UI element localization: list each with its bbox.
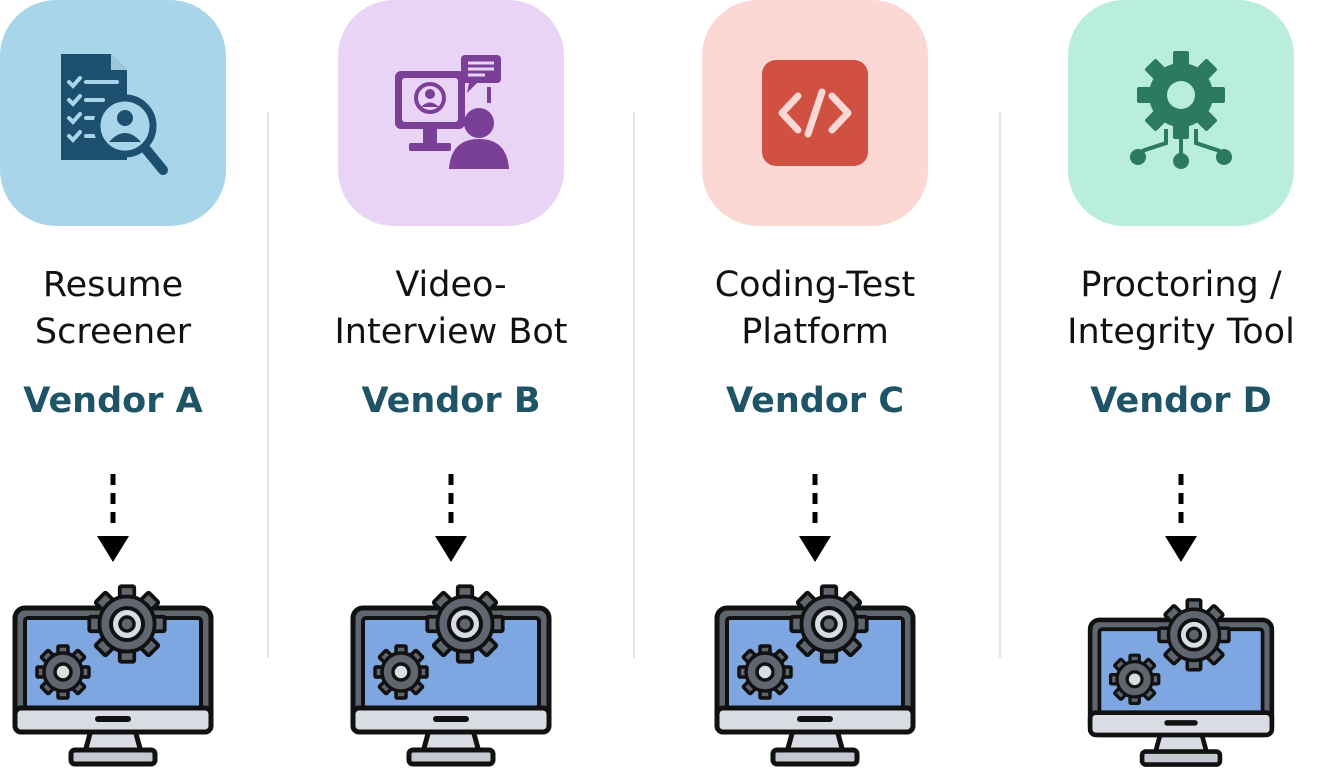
tile <box>338 0 564 226</box>
tool-title-line2: Screener <box>34 312 192 352</box>
column-divider <box>633 112 635 658</box>
tile <box>0 0 226 226</box>
monitor-with-gears-icon <box>1079 594 1283 772</box>
tool-title: Coding-Test Platform <box>645 262 985 356</box>
tool-title: Video- Interview Bot <box>281 262 621 356</box>
monitor-with-gears-icon <box>11 580 215 772</box>
column-divider <box>267 112 269 658</box>
dashed-arrow-down-icon <box>97 474 129 562</box>
vendor-label: Vendor D <box>1090 381 1272 421</box>
dashed-arrow-down-icon <box>799 474 831 562</box>
monitor-with-gears-icon <box>349 580 553 772</box>
gear-network-icon <box>1130 51 1232 169</box>
column-proctoring-integrity-tool: Proctoring / Integrity Tool Vendor D <box>1011 0 1323 772</box>
tile <box>1068 0 1294 226</box>
dashed-arrow-down-icon <box>435 474 467 562</box>
vendor-label: Vendor A <box>23 381 203 421</box>
column-resume-screener: Resume Screener Vendor A <box>0 0 283 772</box>
tile <box>702 0 928 226</box>
tool-title-line2: Interview Bot <box>334 312 568 352</box>
code-icon <box>762 60 868 166</box>
monitor-with-gears-icon <box>713 580 917 772</box>
tool-title-line1: Video- <box>395 265 507 305</box>
tool-title-line1: Proctoring / <box>1080 265 1282 305</box>
column-coding-test-platform: Coding-Test Platform Vendor C <box>645 0 985 772</box>
vendor-label: Vendor B <box>361 381 541 421</box>
tool-title-line1: Resume <box>42 265 184 305</box>
tool-title: Resume Screener <box>0 262 283 356</box>
tool-title-line2: Integrity Tool <box>1067 312 1295 352</box>
dashed-arrow-down-icon <box>1165 474 1197 562</box>
column-video-interview-bot: Video- Interview Bot Vendor B <box>281 0 621 772</box>
vendor-label: Vendor C <box>725 381 905 421</box>
tool-title: Proctoring / Integrity Tool <box>1011 262 1323 356</box>
resume-search-icon <box>61 54 168 175</box>
column-divider <box>999 112 1001 658</box>
tool-title-line2: Platform <box>741 312 889 352</box>
tool-title-line1: Coding-Test <box>714 265 916 305</box>
video-interview-icon <box>395 55 509 169</box>
